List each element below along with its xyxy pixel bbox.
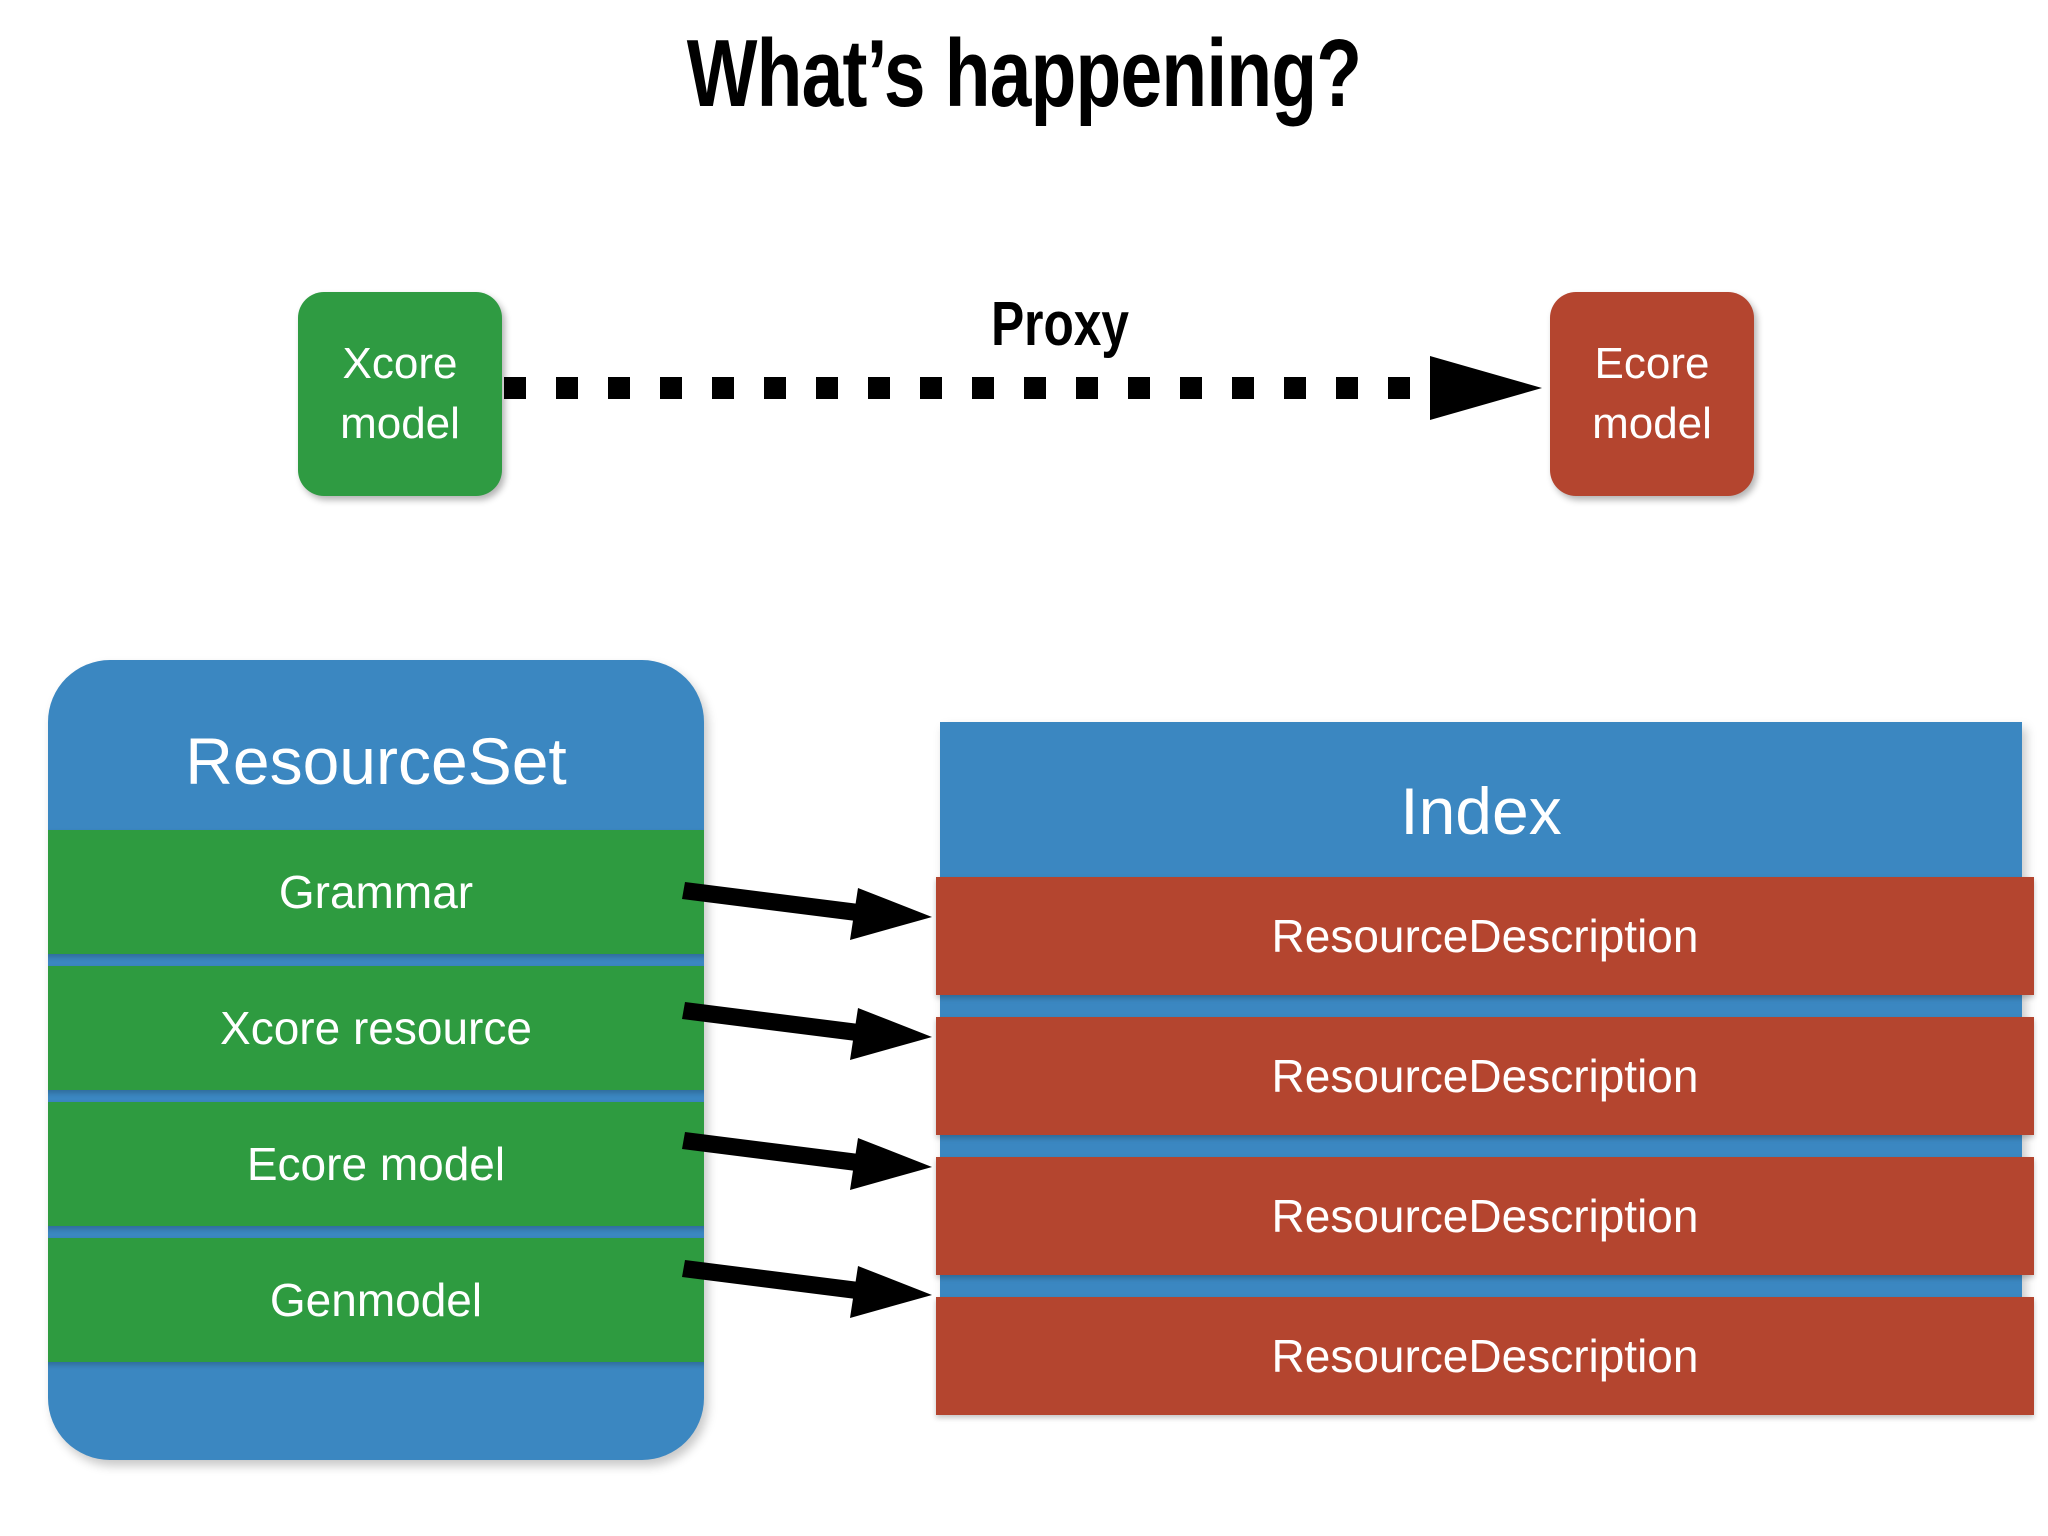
resourceset-row[interactable]: Ecore model bbox=[48, 1102, 704, 1226]
resourceset-title: ResourceSet bbox=[185, 724, 567, 798]
resourceset-row-label: Grammar bbox=[278, 866, 474, 918]
index-row-label: ResourceDescription bbox=[1271, 1190, 1699, 1242]
index-row[interactable]: ResourceDescription bbox=[936, 1297, 2034, 1415]
link-arrow-icon bbox=[682, 1002, 932, 1060]
index-row[interactable]: ResourceDescription bbox=[936, 1017, 2034, 1135]
index-row-label: ResourceDescription bbox=[1271, 1050, 1699, 1102]
resourceset-container[interactable]: ResourceSet Grammar Xcore resource Ecore… bbox=[48, 660, 704, 1460]
resourceset-row[interactable]: Xcore resource bbox=[48, 966, 704, 1090]
proxy-dotted-arrow-icon bbox=[504, 356, 1542, 420]
resourceset-row-label: Genmodel bbox=[269, 1274, 483, 1326]
xcore-model-box[interactable]: Xcore model bbox=[298, 292, 502, 496]
resourceset-row[interactable]: Grammar bbox=[48, 830, 704, 954]
resourceset-to-index-arrows bbox=[682, 882, 932, 1318]
link-arrow-icon bbox=[682, 1260, 932, 1318]
link-arrow-icon bbox=[682, 882, 932, 940]
index-container[interactable]: Index ResourceDescription ResourceDescri… bbox=[936, 722, 2034, 1415]
xcore-model-label: Xcore model bbox=[340, 339, 460, 448]
proxy-label: Proxy bbox=[991, 290, 1129, 359]
index-title: Index bbox=[1400, 774, 1562, 848]
resourceset-row-label: Xcore resource bbox=[220, 1002, 532, 1054]
index-row-label: ResourceDescription bbox=[1271, 910, 1699, 962]
link-arrow-icon bbox=[682, 1132, 932, 1190]
ecore-model-label: Ecore model bbox=[1592, 339, 1712, 448]
ecore-model-box[interactable]: Ecore model bbox=[1550, 292, 1754, 496]
resourceset-row[interactable]: Genmodel bbox=[48, 1238, 704, 1362]
index-row-label: ResourceDescription bbox=[1271, 1330, 1699, 1382]
page-title: What’s happening? bbox=[686, 20, 1362, 127]
index-row[interactable]: ResourceDescription bbox=[936, 1157, 2034, 1275]
resourceset-row-label: Ecore model bbox=[246, 1138, 506, 1190]
index-row[interactable]: ResourceDescription bbox=[936, 877, 2034, 995]
